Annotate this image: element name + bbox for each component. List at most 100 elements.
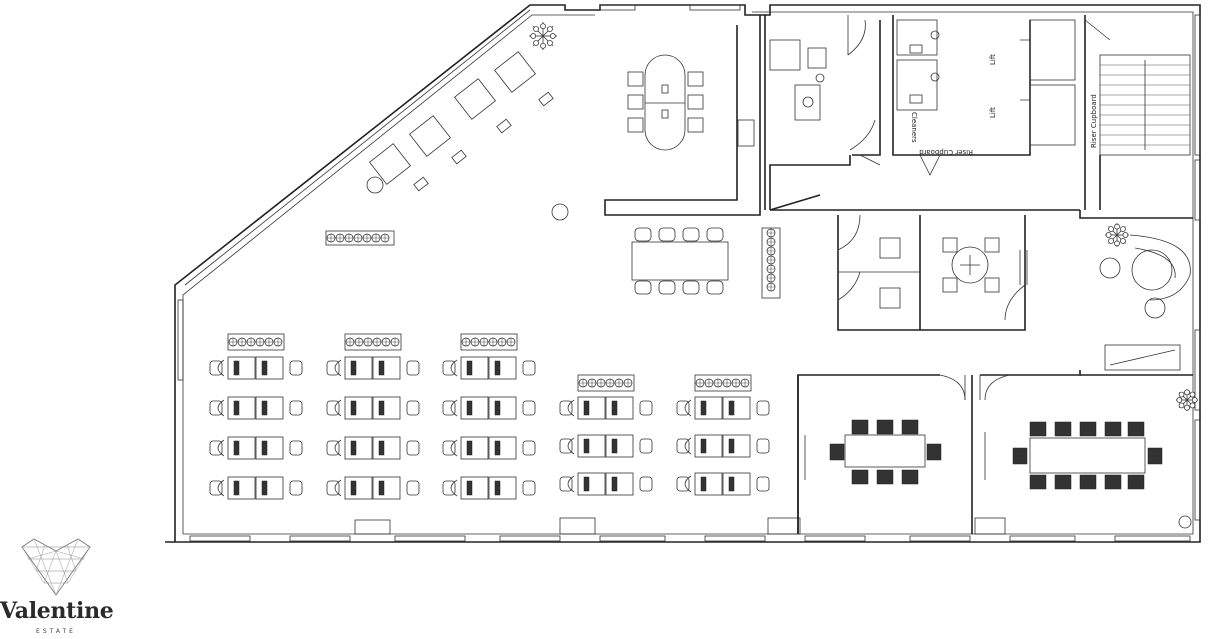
window-strip-bottom bbox=[189, 517, 1191, 542]
desk bbox=[577, 472, 606, 496]
chair-icon bbox=[559, 476, 573, 492]
monitor-icon bbox=[378, 400, 385, 416]
desk bbox=[255, 476, 284, 500]
chair-icon bbox=[217, 479, 225, 497]
monitor-icon bbox=[700, 400, 707, 416]
chair-icon bbox=[209, 360, 223, 376]
desk bbox=[255, 356, 284, 380]
desk bbox=[488, 396, 517, 420]
monitor-icon bbox=[611, 438, 618, 454]
oval-table bbox=[627, 54, 755, 151]
desk bbox=[372, 436, 401, 460]
planters bbox=[227, 22, 1198, 411]
core-block: Lift Lift Cleaners Riser Cupboard Riser … bbox=[604, 15, 1191, 216]
desk bbox=[488, 476, 517, 500]
brand-subtitle: ESTATE bbox=[36, 628, 76, 635]
meeting-room-right bbox=[979, 370, 1193, 529]
chair-icon bbox=[334, 359, 342, 377]
chair-icon bbox=[406, 360, 420, 376]
chair-icon bbox=[684, 475, 692, 493]
monitor-icon bbox=[378, 480, 385, 496]
desk bbox=[460, 476, 489, 500]
chair-icon bbox=[289, 360, 303, 376]
monitor-icon bbox=[466, 400, 473, 416]
plant-icon bbox=[694, 374, 752, 392]
chair-icon bbox=[639, 438, 653, 454]
desk bbox=[344, 396, 373, 420]
monitor-icon bbox=[233, 480, 240, 496]
bench-table bbox=[631, 227, 729, 295]
desk bbox=[372, 476, 401, 500]
chair-icon bbox=[326, 480, 340, 496]
desk-clusters bbox=[209, 356, 770, 500]
plant-icon bbox=[529, 22, 557, 50]
monitor-icon bbox=[378, 360, 385, 376]
monitor-icon bbox=[494, 480, 501, 496]
monitor-icon bbox=[494, 360, 501, 376]
desk bbox=[722, 396, 751, 420]
breakout-area bbox=[1079, 210, 1193, 371]
meeting-room-left bbox=[797, 374, 973, 534]
chair-icon bbox=[217, 399, 225, 417]
desk bbox=[372, 356, 401, 380]
desk bbox=[460, 396, 489, 420]
chair-icon bbox=[559, 438, 573, 454]
angled-workstations bbox=[366, 51, 569, 221]
chair-icon bbox=[406, 480, 420, 496]
desk-cluster bbox=[442, 356, 536, 500]
desk bbox=[694, 434, 723, 458]
plant-icon bbox=[460, 333, 518, 351]
desk bbox=[488, 436, 517, 460]
desk bbox=[605, 396, 634, 420]
chair-icon bbox=[756, 400, 770, 416]
chair-icon bbox=[442, 400, 456, 416]
chair-icon bbox=[522, 480, 536, 496]
chair-icon bbox=[450, 399, 458, 417]
chair-icon bbox=[334, 479, 342, 497]
desk bbox=[722, 472, 751, 496]
monitor-icon bbox=[261, 440, 268, 456]
desk-cluster bbox=[326, 356, 420, 500]
desk bbox=[694, 472, 723, 496]
chair-icon bbox=[676, 438, 690, 454]
chair-icon bbox=[450, 479, 458, 497]
chair-icon bbox=[442, 440, 456, 456]
chair-icon bbox=[559, 400, 573, 416]
desk bbox=[255, 436, 284, 460]
monitor-icon bbox=[611, 400, 618, 416]
chair-icon bbox=[676, 476, 690, 492]
chair-icon bbox=[567, 475, 575, 493]
chair-icon bbox=[442, 360, 456, 376]
chair-icon bbox=[326, 400, 340, 416]
stair-treads bbox=[1100, 60, 1190, 150]
chair-icon bbox=[334, 399, 342, 417]
chair-icon bbox=[289, 400, 303, 416]
desk bbox=[344, 476, 373, 500]
desk bbox=[460, 356, 489, 380]
lift-label-1: Lift bbox=[989, 54, 997, 65]
chair-icon bbox=[567, 437, 575, 455]
chair-icon bbox=[289, 480, 303, 496]
meeting-booths bbox=[837, 214, 1028, 331]
chair-icon bbox=[217, 359, 225, 377]
desk bbox=[372, 396, 401, 420]
desk-cluster bbox=[676, 396, 770, 496]
desk-cluster bbox=[559, 396, 653, 496]
brand-name: Valentine bbox=[0, 598, 114, 624]
monitor-icon bbox=[583, 400, 590, 416]
desk bbox=[344, 436, 373, 460]
monitor-icon bbox=[583, 438, 590, 454]
chair-icon bbox=[209, 480, 223, 496]
desk bbox=[605, 472, 634, 496]
monitor-icon bbox=[700, 438, 707, 454]
cleaners-label: Cleaners bbox=[910, 112, 918, 143]
chair-icon bbox=[326, 360, 340, 376]
chair-icon bbox=[756, 476, 770, 492]
chair-icon bbox=[639, 400, 653, 416]
monitor-icon bbox=[466, 440, 473, 456]
desk bbox=[227, 476, 256, 500]
desk bbox=[577, 434, 606, 458]
monitor-icon bbox=[466, 360, 473, 376]
monitor-icon bbox=[233, 400, 240, 416]
